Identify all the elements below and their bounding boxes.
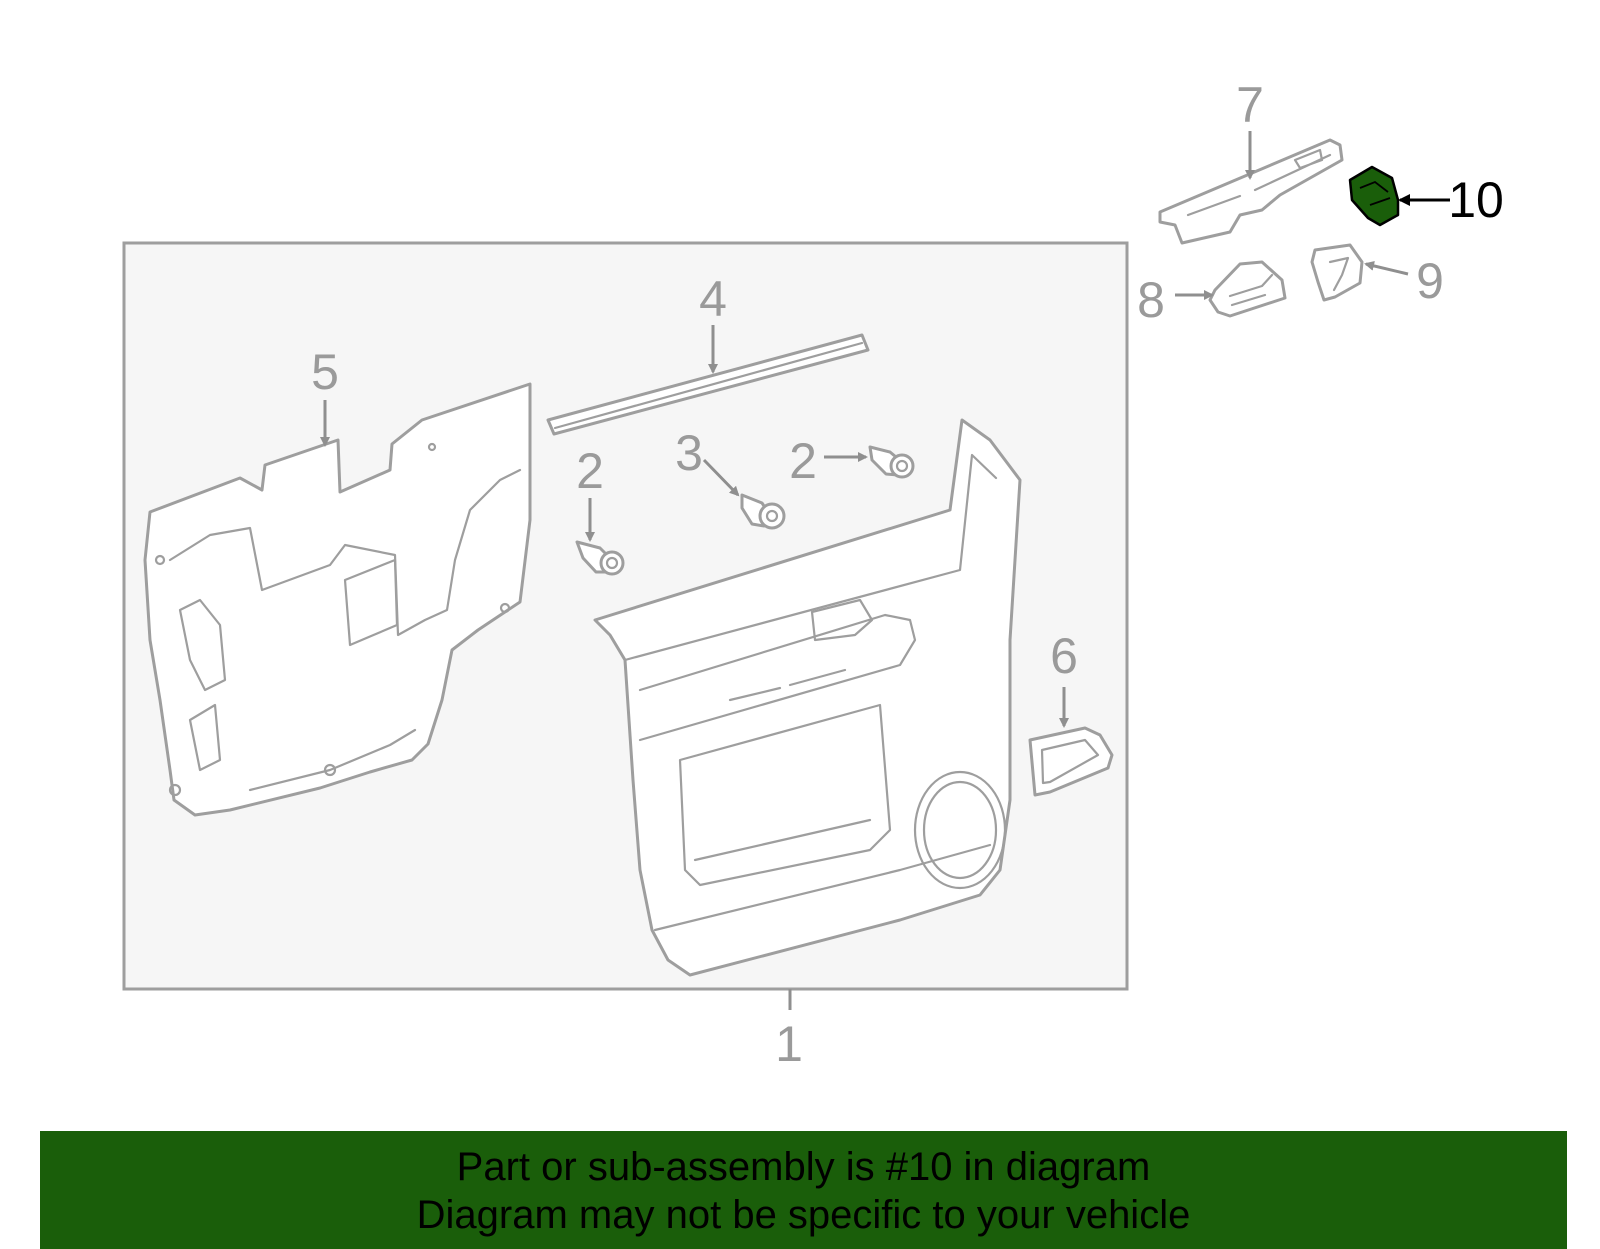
callout-9: 9: [1416, 253, 1444, 309]
bracket-part-9: [1310, 243, 1364, 302]
handle-bezel-part-6: [1028, 726, 1114, 797]
screw-part-3: [740, 493, 786, 530]
callout-7: 7: [1236, 77, 1264, 133]
callout-2b: 2: [789, 433, 817, 489]
inner-panel-part-5: [143, 382, 532, 817]
callout-1: 1: [775, 1016, 803, 1072]
callout-6: 6: [1050, 628, 1078, 684]
callout-5: 5: [311, 344, 339, 400]
callout-3-leader: [702, 458, 740, 497]
banner-line-2: Diagram may not be specific to your vehi…: [416, 1193, 1191, 1237]
switch-part-10: [1348, 165, 1400, 227]
callout-8: 8: [1137, 272, 1165, 328]
callout-9-leader: [1364, 260, 1409, 276]
callout-3: 3: [675, 425, 703, 481]
callout-2a: 2: [576, 443, 604, 499]
banner-line-1: Part or sub-assembly is #10 in diagram: [456, 1145, 1151, 1189]
switch-bezel-part-7: [1158, 138, 1344, 245]
door-trim-panel-part-1: [593, 418, 1022, 977]
screw-part-2-right: [868, 445, 915, 479]
callout-10: 10: [1448, 172, 1504, 228]
callout-4: 4: [699, 271, 727, 327]
window-switch-part-8: [1208, 260, 1287, 318]
notice-banner: Part or sub-assembly is #10 in diagram D…: [40, 1131, 1567, 1249]
screw-part-2-left: [575, 540, 625, 576]
weatherstrip-part-4: [546, 333, 870, 436]
